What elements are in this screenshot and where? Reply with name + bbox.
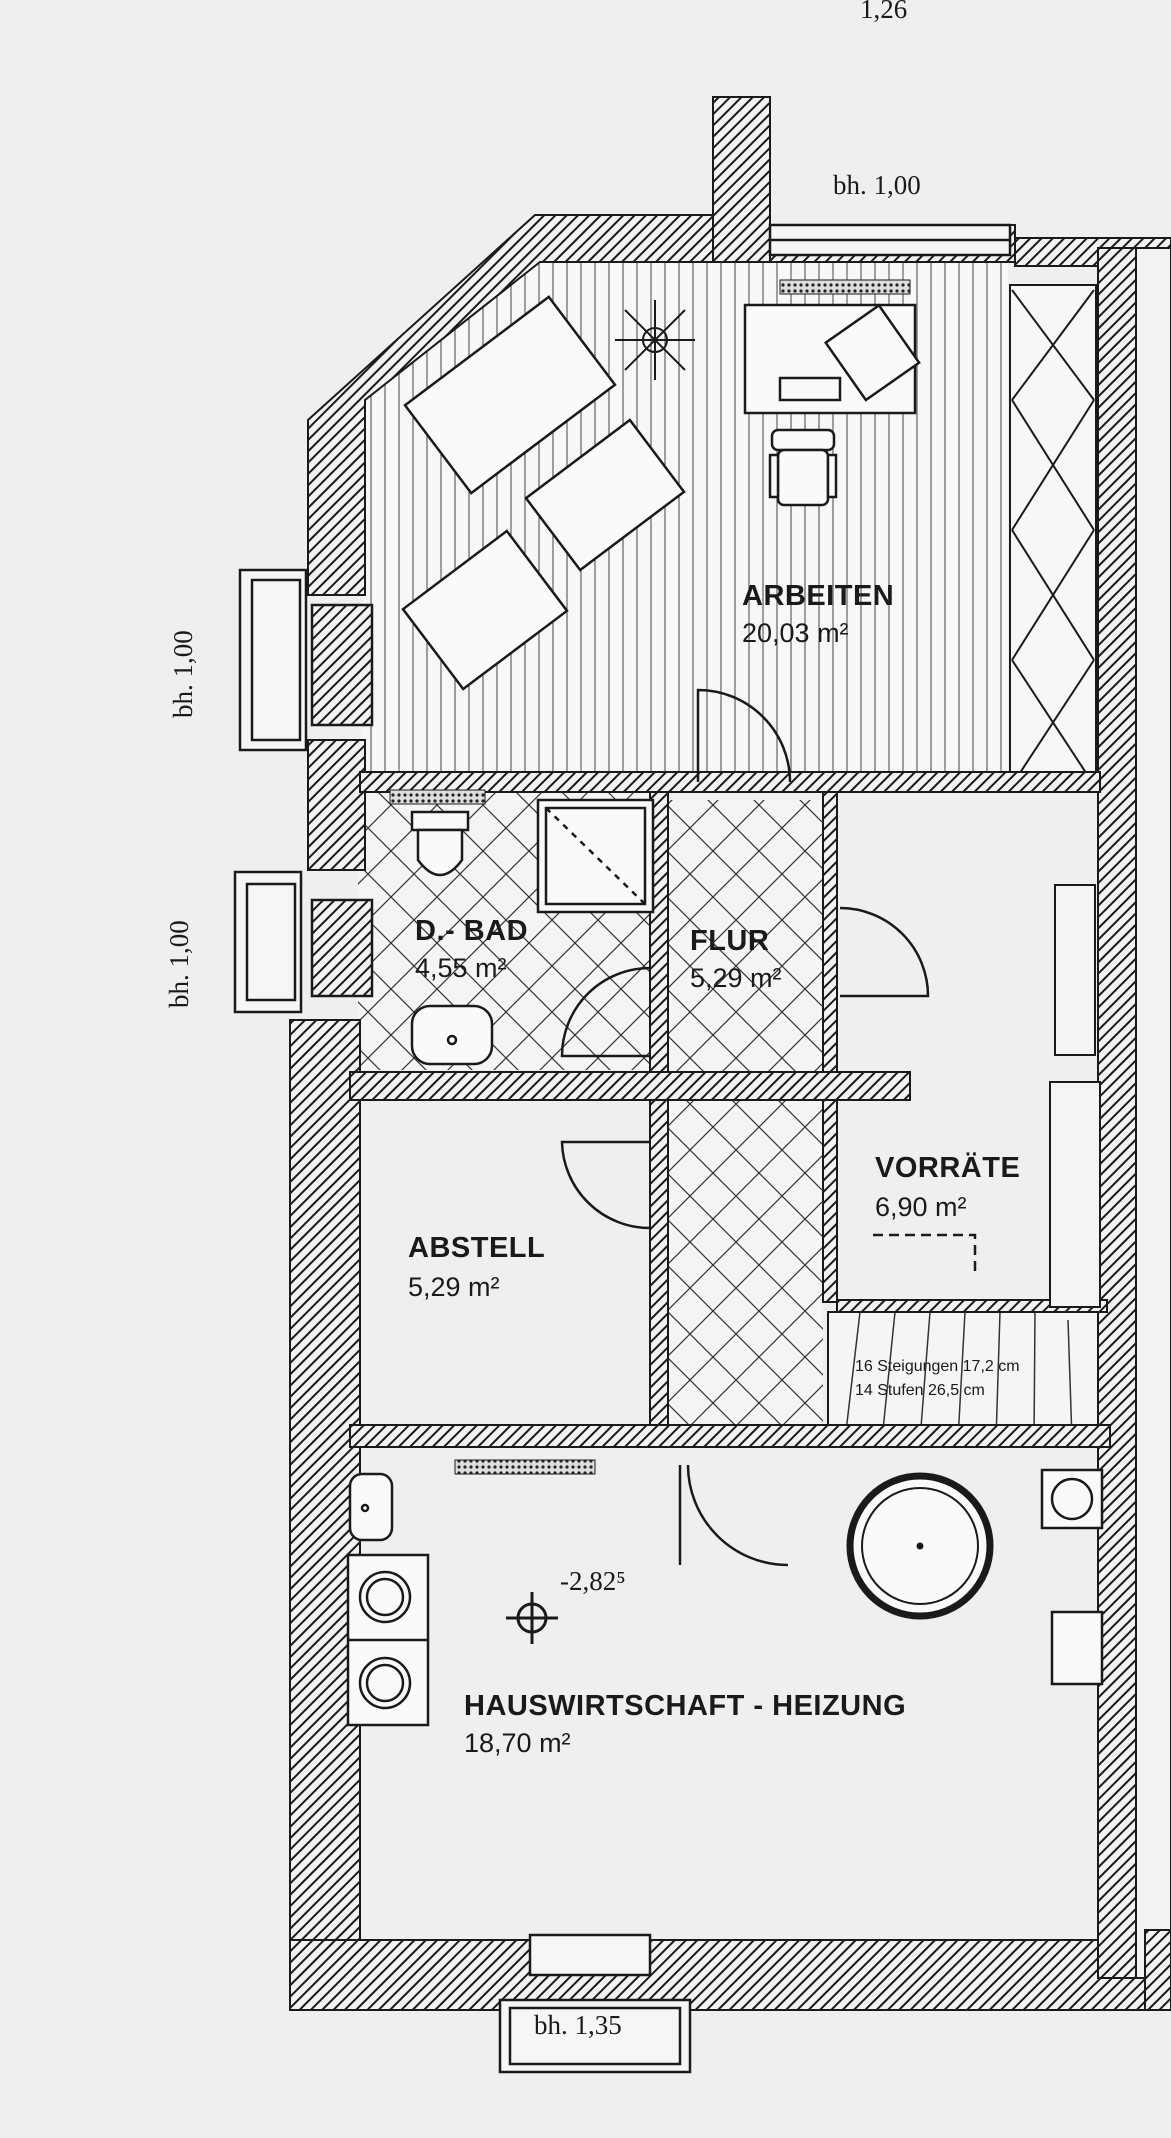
radiator-bad bbox=[389, 789, 486, 805]
window-height-left-lower: bh. 1,00 bbox=[164, 920, 194, 1008]
plant-icon bbox=[615, 300, 695, 380]
shower bbox=[536, 798, 655, 914]
bottom-window bbox=[498, 1933, 692, 2074]
radiator-top bbox=[779, 279, 911, 295]
wall-box bbox=[1050, 1610, 1104, 1686]
room-area-bad: 4,55 m² bbox=[415, 953, 507, 983]
heating-unit-small bbox=[1040, 1468, 1104, 1530]
level-marker-icon bbox=[506, 1592, 558, 1644]
vorraete-shelf bbox=[873, 1233, 977, 1275]
room-floor-hallway-closet bbox=[1009, 284, 1097, 786]
heating-boiler bbox=[846, 1472, 994, 1620]
doors bbox=[560, 688, 930, 1567]
room-floor-flur bbox=[668, 800, 823, 1430]
window-height-bottom: bh. 1,35 bbox=[534, 2010, 622, 2040]
utility-sink bbox=[348, 1472, 394, 1542]
office-chair bbox=[768, 428, 838, 507]
washing-machine bbox=[346, 1553, 430, 1727]
room-name-vorraete: VORRÄTE bbox=[875, 1152, 1021, 1184]
outer-walls bbox=[289, 96, 1171, 2011]
sofa-set bbox=[401, 295, 686, 691]
interior-walls bbox=[349, 771, 1111, 1448]
desk bbox=[743, 303, 921, 415]
stair-note-2: 14 Stufen 26,5 cm bbox=[855, 1382, 985, 1399]
stair-note-1: 16 Steigungen 17,2 cm bbox=[855, 1358, 1020, 1375]
room-name-flur: FLUR bbox=[690, 925, 770, 957]
room-name-abstell: ABSTELL bbox=[408, 1232, 546, 1264]
staircase bbox=[827, 1311, 1101, 1441]
room-area-flur: 5,29 m² bbox=[690, 963, 782, 993]
room-area-abstell: 5,29 m² bbox=[408, 1272, 500, 1302]
left-windows bbox=[233, 568, 374, 1014]
room-area-vorraete: 6,90 m² bbox=[875, 1192, 967, 1222]
room-area-arbeiten: 20,03 m² bbox=[742, 618, 849, 648]
room-name-arbeiten: ARBEITEN bbox=[742, 580, 895, 612]
toilet bbox=[410, 810, 470, 877]
top-dimension-label: 1,26 bbox=[860, 0, 908, 24]
top-window bbox=[768, 223, 1012, 257]
washbasin bbox=[410, 1004, 494, 1066]
radiator-hauswirtschaft bbox=[454, 1459, 596, 1475]
room-name-bad: D.- BAD bbox=[415, 915, 529, 947]
level-marker-label: -2,82⁵ bbox=[560, 1566, 626, 1596]
window-height-left-upper: bh. 1,00 bbox=[168, 630, 198, 718]
room-area-hauswirtschaft: 18,70 m² bbox=[464, 1728, 571, 1758]
window-height-top: bh. 1,00 bbox=[833, 170, 921, 200]
closet-cross-lines bbox=[1011, 289, 1095, 786]
room-name-hauswirtschaft: HAUSWIRTSCHAFT - HEIZUNG bbox=[464, 1690, 907, 1722]
